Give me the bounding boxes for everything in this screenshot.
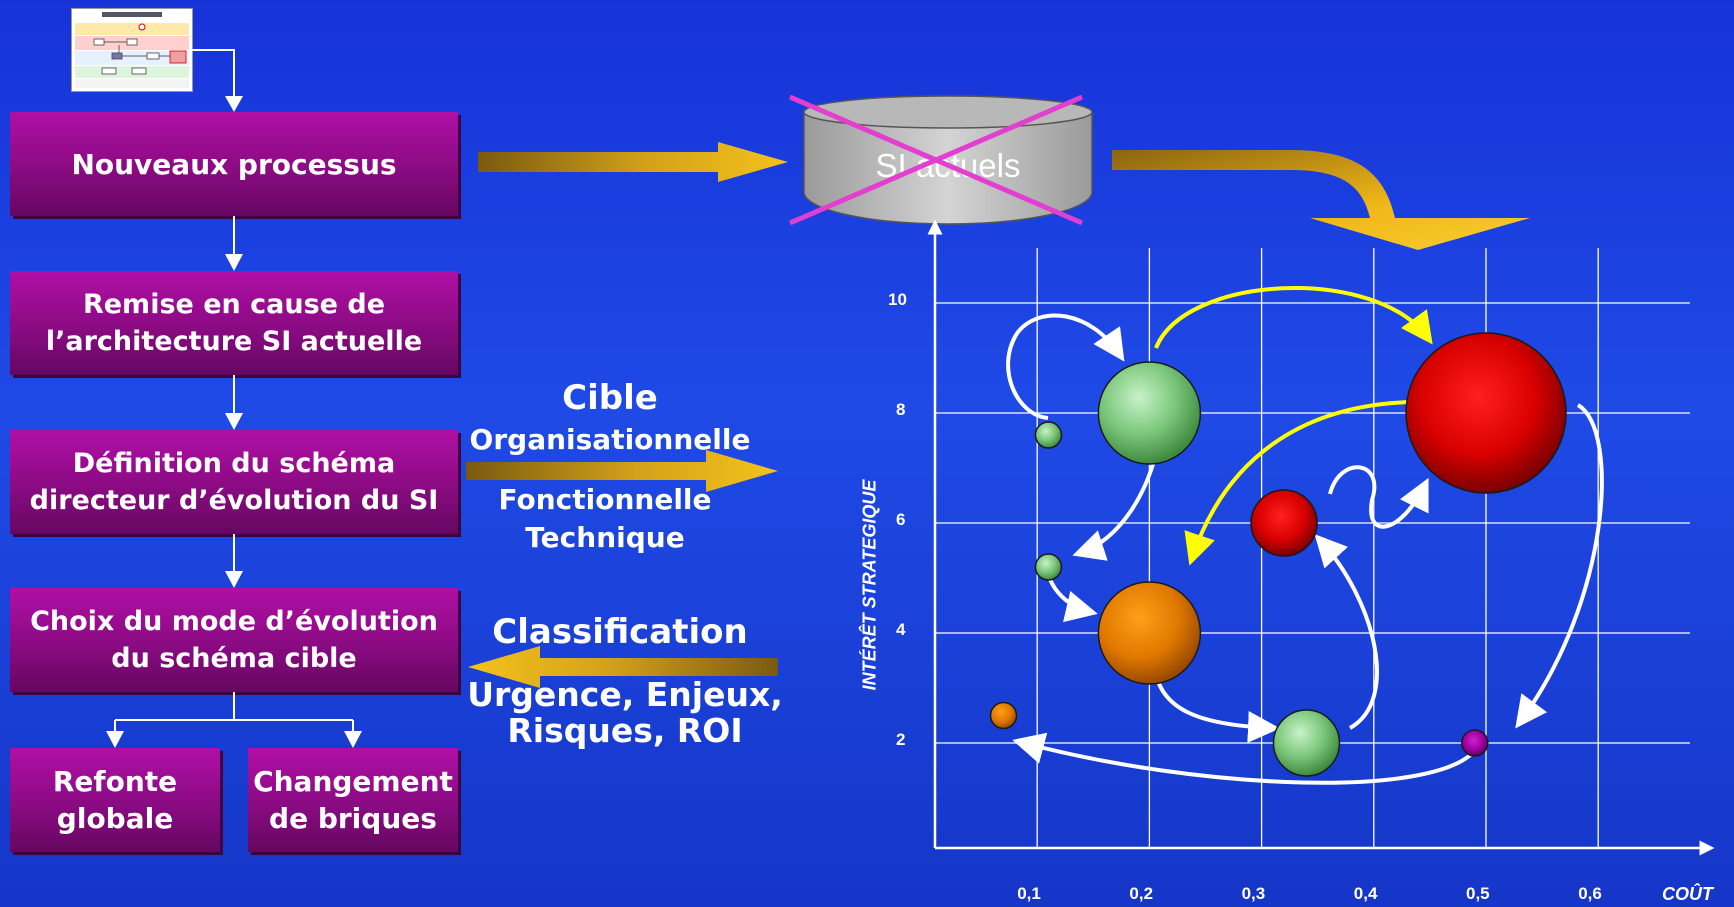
fonctionnelle-technique-label: Fonctionnelle Technique [498,483,712,554]
process-box-label: Refonte globale [52,765,178,835]
bubble-red [1250,489,1318,557]
cible-label: Cible [562,378,658,418]
process-box-refonte-globale: Refonte globale [10,748,220,852]
process-box-choix-mode: Choix du mode d’évolution du schéma cibl… [10,588,458,692]
y-tick-label: 2 [896,730,906,749]
highlight-arrows [1154,286,1433,566]
arrow-to-si [478,142,788,182]
flow-connectors [106,49,362,748]
process-box-label: Remise en cause de l’architecture SI act… [45,289,423,357]
bubble-layer [989,332,1567,777]
y-tick-label: 10 [888,290,907,309]
thumbnail-drawing [75,12,189,88]
cross-out-icon [789,94,1083,226]
x-tick-label: 0,2 [1129,884,1154,903]
process-thumbnail [71,8,193,92]
arrow-classification [468,646,778,688]
x-tick-label: 0,3 [1241,884,1266,903]
process-box-label: Définition du schéma directeur d’évoluti… [29,448,439,516]
process-box-changement-briques: Changement de briques [248,748,458,852]
bubble-red [1405,332,1567,494]
bubble-purple [1461,729,1489,757]
curved-arrow-to-chart [1112,150,1530,250]
chart-axes [927,219,1715,856]
organisationnelle-label: Organisationnelle [469,423,751,456]
bubble-green [1034,421,1063,449]
x-axis-label: COÛT [1662,884,1713,904]
bubble-green [1034,553,1063,581]
y-tick-label: 4 [896,620,906,639]
bubble-orange [1097,581,1202,685]
x-tick-label: 0,4 [1353,884,1378,903]
x-tick-label: 0,1 [1017,884,1041,903]
y-tick-label: 6 [896,510,906,529]
process-box-label: Nouveaux processus [71,147,397,181]
process-box-nouveaux-processus: Nouveaux processus [10,112,458,216]
classification-label: Classification [492,612,748,652]
bubble-green [1272,709,1341,777]
x-tick-label: 0,6 [1578,884,1602,903]
arrow-cible [466,450,778,492]
criteria-label: Urgence, Enjeux, Risques, ROI [467,675,783,750]
process-box-label: Choix du mode d’évolution du schéma cibl… [30,606,438,674]
process-box-definition-schema: Définition du schéma directeur d’évoluti… [10,430,458,534]
process-box-label: Changement de briques [253,765,453,835]
process-box-remise-en-cause: Remise en cause de l’architecture SI act… [10,271,458,375]
x-tick-label: 0,5 [1466,884,1490,903]
y-tick-label: 8 [896,400,906,419]
bubble-green [1097,361,1202,465]
bubble-orange [989,701,1018,730]
y-axis-label: INTÉRÊT STRATEGIQUE [859,479,880,691]
